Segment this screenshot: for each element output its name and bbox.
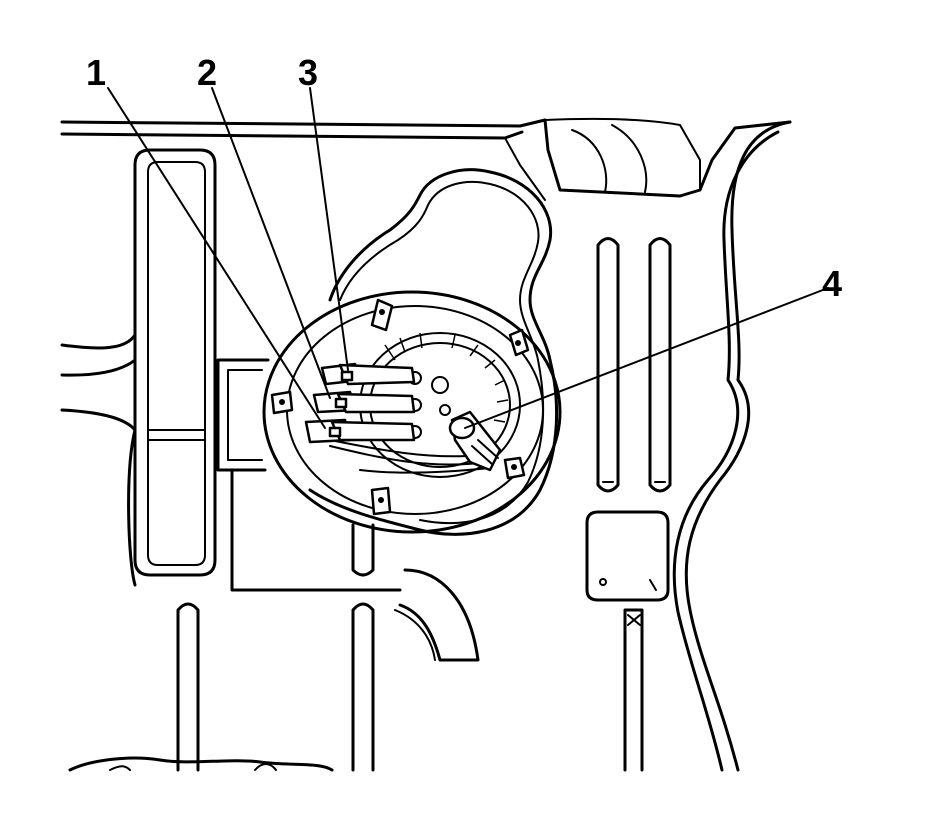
pump-module-flange: [262, 290, 562, 534]
fuel-line-connectors: [304, 362, 416, 444]
callout-1: 1: [86, 52, 106, 93]
fuel-tank-body: [60, 117, 792, 772]
callout-3: 3: [298, 52, 318, 93]
leader-line-3: [309, 87, 349, 371]
pump-access-cover: [308, 168, 559, 536]
leader-lines: [107, 87, 829, 429]
leader-line-4: [464, 287, 829, 429]
callout-2: 2: [197, 52, 217, 93]
electrical-connector: [448, 410, 502, 472]
callout-4: 4: [822, 263, 842, 304]
callout-labels: 1 2 3 4: [86, 52, 842, 304]
leader-line-2: [211, 87, 331, 399]
leader-line-1: [107, 87, 326, 429]
